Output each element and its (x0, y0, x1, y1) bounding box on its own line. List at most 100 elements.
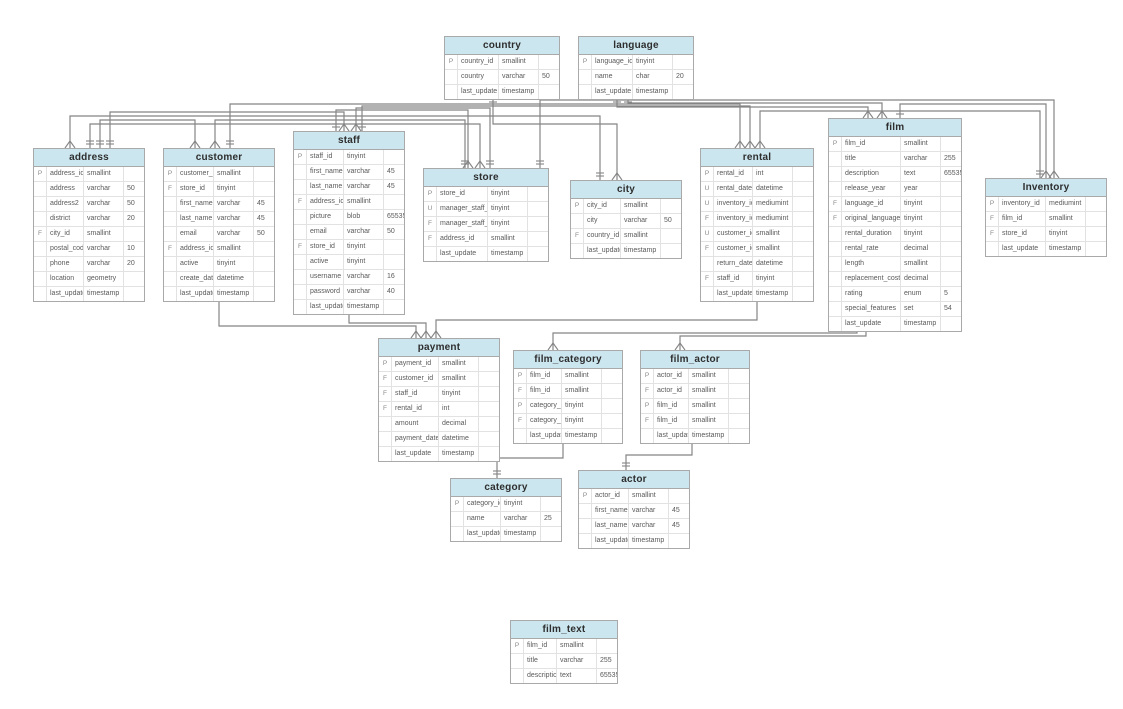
relationship-mark (425, 330, 432, 339)
column-type: smallint (499, 55, 539, 69)
table-title-actor[interactable]: actor (579, 471, 689, 489)
table-title-category[interactable]: category (451, 479, 561, 497)
key-flag: P (514, 369, 527, 383)
column-type: timestamp (1046, 242, 1086, 256)
key-flag (829, 152, 842, 166)
column-size: 20 (676, 73, 684, 80)
relationship-address-customer[interactable] (99, 119, 196, 148)
column-name: customer_id (714, 227, 753, 241)
relationship-mark (739, 140, 746, 149)
table-title-film_text[interactable]: film_text (511, 621, 617, 639)
key-flag (34, 212, 47, 226)
table-title-rental[interactable]: rental (701, 149, 813, 167)
table-store[interactable]: storePstore_idtinyintUmanager_staff_idti… (423, 168, 549, 262)
column-size (661, 199, 681, 213)
relationship-store-inventory[interactable] (539, 99, 1055, 178)
relationship-address-staff[interactable] (109, 111, 345, 148)
relationship-category-film_category[interactable] (496, 437, 564, 478)
table-title-country[interactable]: country (445, 37, 559, 55)
key-flag (571, 214, 584, 228)
key-flag (164, 287, 177, 301)
column-type: varchar (344, 180, 384, 194)
table-title-staff[interactable]: staff (294, 132, 404, 150)
relationship-store-staff[interactable] (355, 107, 491, 168)
column-size (479, 447, 499, 461)
table-title-city[interactable]: city (571, 181, 681, 199)
column-size (941, 137, 961, 151)
column-size: 40 (387, 288, 395, 295)
column-type: year (901, 182, 941, 196)
relationship-city-address[interactable] (69, 115, 601, 180)
relationship-language-film[interactable] (616, 95, 869, 118)
key-flag (294, 285, 307, 299)
table-title-payment[interactable]: payment (379, 339, 499, 357)
column-type: mediumint (753, 212, 793, 226)
column-name: actor_id (654, 384, 689, 398)
column-type: int (753, 167, 793, 181)
table-title-store[interactable]: store (424, 169, 548, 187)
relationship-country-city[interactable] (492, 95, 618, 180)
relationship-address-store[interactable] (89, 123, 481, 168)
column-name: address2 (47, 197, 84, 211)
column-name: inventory_id (999, 197, 1046, 211)
relationship-staff-store-manager[interactable] (335, 109, 469, 168)
key-flag (34, 242, 47, 256)
column-size (479, 387, 499, 401)
column-size: 255 (944, 155, 956, 162)
relationship-mark (430, 330, 437, 339)
relationship-customer-rental[interactable] (229, 103, 741, 148)
table-title-language[interactable]: language (579, 37, 693, 55)
table-title-inventory[interactable]: Inventory (986, 179, 1106, 197)
column-type: smallint (753, 242, 793, 256)
table-title-film_category[interactable]: film_category (514, 351, 622, 369)
table-title-customer[interactable]: customer (164, 149, 274, 167)
relationship-rental-payment[interactable] (435, 291, 758, 338)
column-type: varchar (557, 654, 597, 668)
column-size: 45 (257, 200, 265, 207)
key-flag (164, 212, 177, 226)
column-size: 50 (257, 230, 265, 237)
column-type: smallint (621, 229, 661, 243)
key-flag (571, 244, 584, 258)
relationship-customer-payment[interactable] (218, 291, 417, 338)
table-customer[interactable]: customerPcustomer_idsmallintFstore_idtin… (163, 148, 275, 302)
table-title-address[interactable]: address (34, 149, 144, 167)
table-title-film_actor[interactable]: film_actor (641, 351, 749, 369)
relationship-store-customer[interactable] (214, 119, 466, 168)
relationship-film-film_category[interactable] (552, 317, 858, 350)
column-type: timestamp (84, 287, 124, 301)
column-size: 20 (127, 215, 135, 222)
column-size (941, 197, 961, 211)
key-flag (701, 257, 714, 271)
table-title-film[interactable]: film (829, 119, 961, 137)
relationship-staff-rental[interactable] (361, 105, 751, 148)
